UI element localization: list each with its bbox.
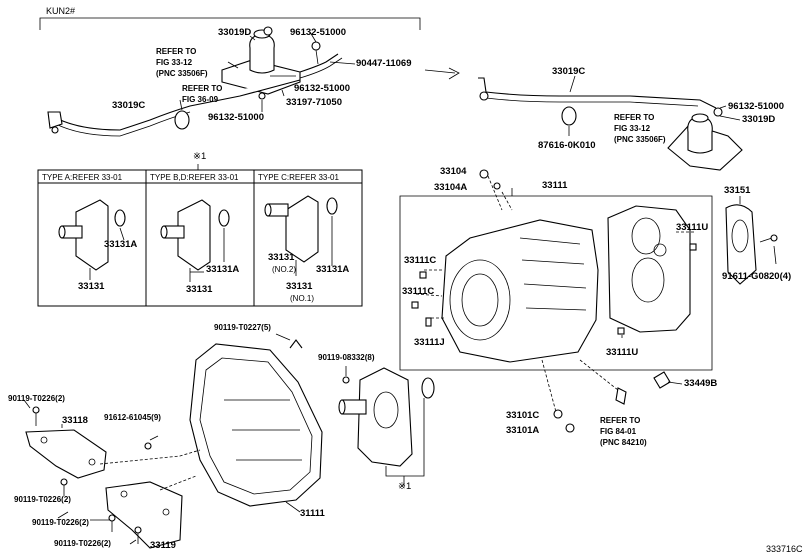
part-91611[interactable]: 91611-G0820(4) bbox=[722, 271, 792, 282]
bracket-33119 bbox=[105, 481, 183, 549]
bolt-90119-08332 bbox=[342, 376, 350, 384]
bracket-33118 bbox=[25, 406, 107, 496]
plug-33101c bbox=[553, 409, 563, 419]
type-boxes bbox=[37, 164, 363, 307]
part-90119-08332[interactable]: 90119-08332(8) bbox=[318, 353, 375, 362]
part-90119-t0226-d[interactable]: 90119-T0226(2) bbox=[54, 539, 111, 548]
part-33019d-left[interactable]: 33019D bbox=[218, 27, 252, 38]
bolt-91612 bbox=[144, 442, 152, 450]
transmission-case bbox=[441, 219, 599, 363]
part-91612[interactable]: 91612-61045(9) bbox=[104, 413, 161, 422]
refer-note-84-01-l2: FIG 84-01 bbox=[600, 427, 637, 436]
type-c-title: TYPE C:REFER 33-01 bbox=[258, 173, 339, 182]
type-bd-33131[interactable]: 33131 bbox=[186, 284, 213, 295]
part-33449b[interactable]: 33449B bbox=[684, 378, 718, 389]
part-96132-b[interactable]: 96132-51000 bbox=[294, 83, 350, 94]
part-96132-d[interactable]: 96132-51000 bbox=[728, 101, 784, 112]
refer-note-33-12-right-l3: (PNC 33506F) bbox=[614, 135, 666, 144]
group-bracket bbox=[39, 17, 421, 30]
part-33111j[interactable]: 33111J bbox=[414, 337, 445, 348]
type-c-33131-no1[interactable]: 33131 bbox=[286, 281, 313, 292]
part-33118[interactable]: 33118 bbox=[62, 415, 88, 426]
pin-33111u-b bbox=[617, 327, 625, 335]
direction-arrow bbox=[424, 69, 456, 74]
part-33111u-a[interactable]: 33111U bbox=[676, 222, 709, 233]
part-33151[interactable]: 33151 bbox=[724, 185, 751, 196]
part-33019d-right[interactable]: 33019D bbox=[742, 114, 776, 125]
part-90119-t0227[interactable]: 90119-T0227(5) bbox=[214, 323, 271, 332]
gasket-33104a bbox=[493, 182, 501, 190]
part-33111[interactable]: 33111 bbox=[542, 180, 568, 191]
refer-note-33-12-left-l2: FIG 33-12 bbox=[156, 58, 193, 67]
refer-note-33-12-left-l3: (PNC 33506F) bbox=[156, 69, 208, 78]
plate-33449b bbox=[653, 371, 671, 389]
part-96132-a[interactable]: 96132-51000 bbox=[290, 27, 346, 38]
part-33111u-b[interactable]: 33111U bbox=[606, 347, 639, 358]
refer-note-84-01-l3: (PNC 84210) bbox=[600, 438, 647, 447]
part-90119-t0226-c[interactable]: 90119-T0226(2) bbox=[32, 518, 89, 527]
refer-note-33-12-right-l2: FIG 33-12 bbox=[614, 124, 651, 133]
part-33019c-left[interactable]: 33019C bbox=[112, 100, 146, 111]
figure-code: 333716C bbox=[766, 544, 803, 554]
sensor-84210 bbox=[615, 387, 627, 405]
type-a-33131a[interactable]: 33131A bbox=[104, 239, 138, 250]
type-c-33131-no2[interactable]: 33131 bbox=[268, 252, 295, 263]
part-31111[interactable]: 31111 bbox=[300, 508, 325, 519]
pin-33111u-a bbox=[689, 243, 697, 251]
part-90119-t0226-a[interactable]: 90119-T0226(2) bbox=[8, 394, 65, 403]
bearing-retainer-c bbox=[264, 195, 338, 276]
case-group-box bbox=[399, 188, 713, 371]
part-33104a[interactable]: 33104A bbox=[434, 182, 468, 193]
refer-note-36-09-l1: REFER TO bbox=[182, 84, 223, 93]
refer-note-84-01-l1: REFER TO bbox=[600, 416, 641, 425]
pin-33111j bbox=[425, 317, 432, 327]
part-33197[interactable]: 33197-71050 bbox=[286, 97, 342, 108]
part-87616[interactable]: 87616-0K010 bbox=[538, 140, 596, 151]
case-plate bbox=[607, 205, 691, 333]
type-bd-title: TYPE B,D:REFER 33-01 bbox=[150, 173, 239, 182]
refer-note-33-12-right-l1: REFER TO bbox=[614, 113, 655, 122]
refer-note-33-12-left-l1: REFER TO bbox=[156, 47, 197, 56]
type-c-no2: (NO.2) bbox=[272, 265, 296, 274]
bearing-retainer-bd bbox=[160, 199, 230, 282]
type-c-33131a[interactable]: 33131A bbox=[316, 264, 350, 275]
part-90447[interactable]: 90447-11069 bbox=[356, 58, 412, 69]
model-tag: KUN2# bbox=[46, 6, 76, 16]
part-33101c[interactable]: 33101C bbox=[506, 410, 540, 421]
part-33111c-a[interactable]: 33111C bbox=[404, 255, 437, 266]
type-a-33131[interactable]: 33131 bbox=[78, 281, 105, 292]
bearing-retainer-a bbox=[58, 199, 126, 280]
type-a-title: TYPE A:REFER 33-01 bbox=[42, 173, 123, 182]
refer-note-36-09-l2: FIG 36-09 bbox=[182, 95, 219, 104]
type-c-no1: (NO.1) bbox=[290, 294, 314, 303]
part-90119-t0226-b[interactable]: 90119-T0226(2) bbox=[14, 495, 71, 504]
shift-lever-assembly-right bbox=[478, 77, 743, 171]
bearing-retainer-main bbox=[338, 367, 435, 486]
mark-bottom: ※1 bbox=[398, 481, 412, 492]
pin-33111c-a bbox=[419, 271, 427, 279]
part-33111c-b[interactable]: 33111C bbox=[402, 286, 435, 297]
part-33101a[interactable]: 33101A bbox=[506, 425, 540, 436]
shift-lever-assembly-left bbox=[47, 26, 343, 137]
type-mark: ※1 bbox=[193, 151, 207, 162]
gasket-33151 bbox=[725, 196, 778, 285]
part-33119[interactable]: 33119 bbox=[150, 540, 176, 551]
part-33104[interactable]: 33104 bbox=[440, 166, 467, 177]
direction-arrowhead bbox=[448, 67, 460, 80]
pin-33111c-b bbox=[411, 301, 419, 309]
plug-33104 bbox=[479, 169, 489, 179]
clutch-housing-31111 bbox=[189, 333, 323, 513]
gasket-33101a bbox=[565, 423, 575, 433]
part-96132-c[interactable]: 96132-51000 bbox=[208, 112, 264, 123]
type-bd-33131a[interactable]: 33131A bbox=[206, 264, 240, 275]
part-33019c-right[interactable]: 33019C bbox=[552, 66, 586, 77]
